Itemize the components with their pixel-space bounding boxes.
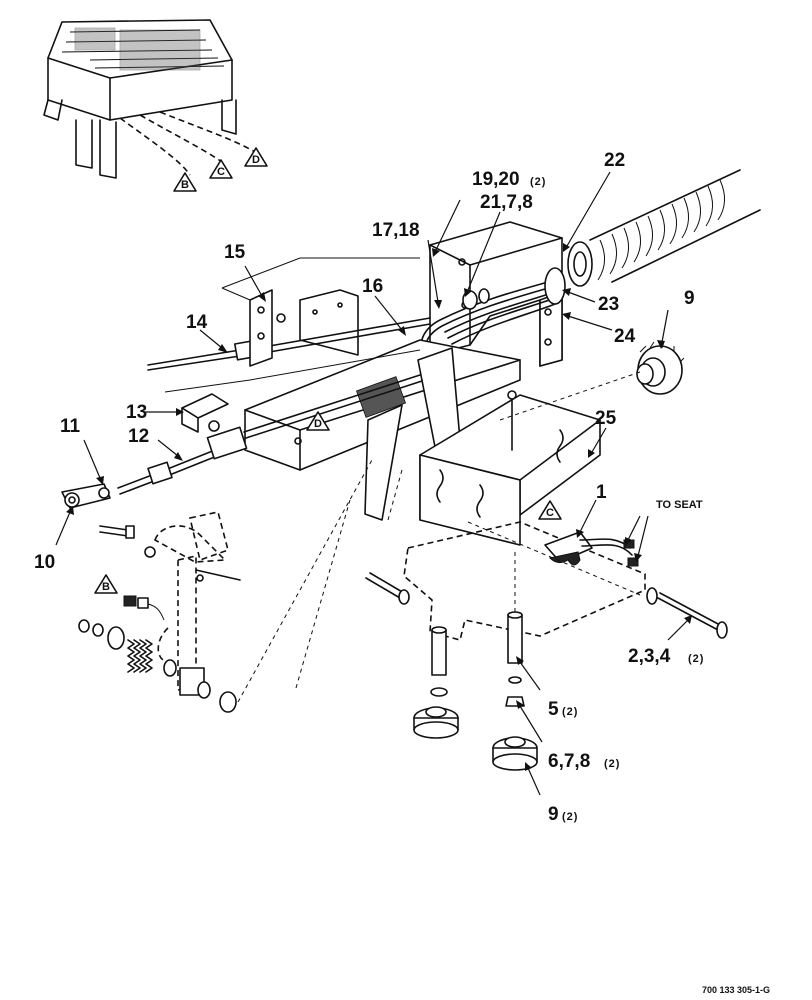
rod-end: [61, 483, 111, 509]
callout-9-bottom: 9: [548, 804, 559, 825]
callout-17-18: 17,18: [372, 220, 420, 241]
reference-marker-d-top: D: [244, 147, 268, 167]
mounting-stud-right: [505, 611, 525, 707]
long-bolt: [646, 587, 728, 639]
seat-plate-outline: [403, 521, 646, 641]
control-cable-lower: [117, 374, 423, 495]
callout-2-3-4-qty: (2): [688, 653, 704, 665]
callout-23: 23: [598, 294, 619, 315]
callout-9-bottom-qty: (2): [562, 811, 578, 823]
callout-5-qty: (2): [562, 706, 578, 718]
callout-10: 10: [34, 552, 55, 573]
mounting-stud-left: [430, 626, 448, 697]
reference-marker-c-top: C: [209, 159, 233, 179]
pivot-lever: [364, 347, 461, 521]
to-seat-note: TO SEAT: [656, 499, 703, 511]
callout-12: 12: [128, 426, 149, 447]
flexible-conduit: [567, 169, 761, 287]
svg-text:B: B: [102, 581, 110, 593]
control-console-inset: [43, 19, 256, 179]
svg-text:D: D: [314, 418, 322, 430]
return-spring: [78, 619, 177, 677]
grouping-lines: [164, 257, 421, 393]
callout-1: 1: [596, 482, 607, 503]
callout-9-top: 9: [684, 288, 695, 309]
callout-22: 22: [604, 150, 625, 171]
cable-clamp-bracket: [181, 393, 229, 433]
seat-switch: [544, 531, 639, 567]
component-tray: [419, 390, 601, 546]
svg-text:C: C: [217, 166, 225, 178]
reference-marker-c-mid: C: [538, 500, 562, 520]
callout-25: 25: [595, 408, 617, 429]
callout-2-3-4: 2,3,4: [628, 646, 671, 667]
adjustment-knob-top: [636, 341, 685, 395]
callout-13: 13: [126, 402, 147, 423]
callout-24: 24: [614, 326, 636, 347]
callout-6-7-8-qty: (2): [604, 758, 620, 770]
svg-text:B: B: [181, 179, 189, 191]
callout-16: 16: [362, 276, 383, 297]
svg-text:D: D: [252, 154, 260, 166]
control-cable-upper: [147, 317, 431, 371]
callout-6-7-8: 6,7,8: [548, 751, 590, 772]
leader-lines: [55, 171, 692, 796]
callout-11: 11: [60, 416, 81, 437]
callout-15: 15: [224, 242, 246, 263]
cable-mounting-plate: [249, 289, 286, 367]
assembly-centerlines: [237, 371, 641, 703]
reference-marker-b-left: B: [94, 574, 118, 594]
knob-lower-left: [413, 706, 459, 739]
reference-marker-d-mid: D: [306, 411, 330, 431]
callout-19-20: 19,20: [472, 169, 520, 190]
drawing-number: 700 133 305-1-G: [702, 985, 770, 995]
knob-lower-right: [492, 736, 538, 771]
pedal-assembly: [144, 511, 241, 713]
mounting-screw: [365, 572, 410, 605]
callout-5: 5: [548, 699, 559, 720]
reference-marker-b-top: B: [173, 172, 197, 192]
callout-labels: 15 14 16 17,18 19,20 (2) 21,7,8 22 23 24…: [34, 150, 704, 825]
upper-mounting-bracket: [429, 221, 563, 367]
callout-14: 14: [186, 312, 208, 333]
svg-text:C: C: [546, 507, 554, 519]
pedal-switch-connector: [123, 595, 165, 621]
callout-21-7-8: 21,7,8: [480, 192, 533, 213]
rear-plate: [299, 289, 359, 356]
clevis-bolt: [99, 525, 135, 539]
callout-19-20-qty: (2): [530, 176, 546, 188]
